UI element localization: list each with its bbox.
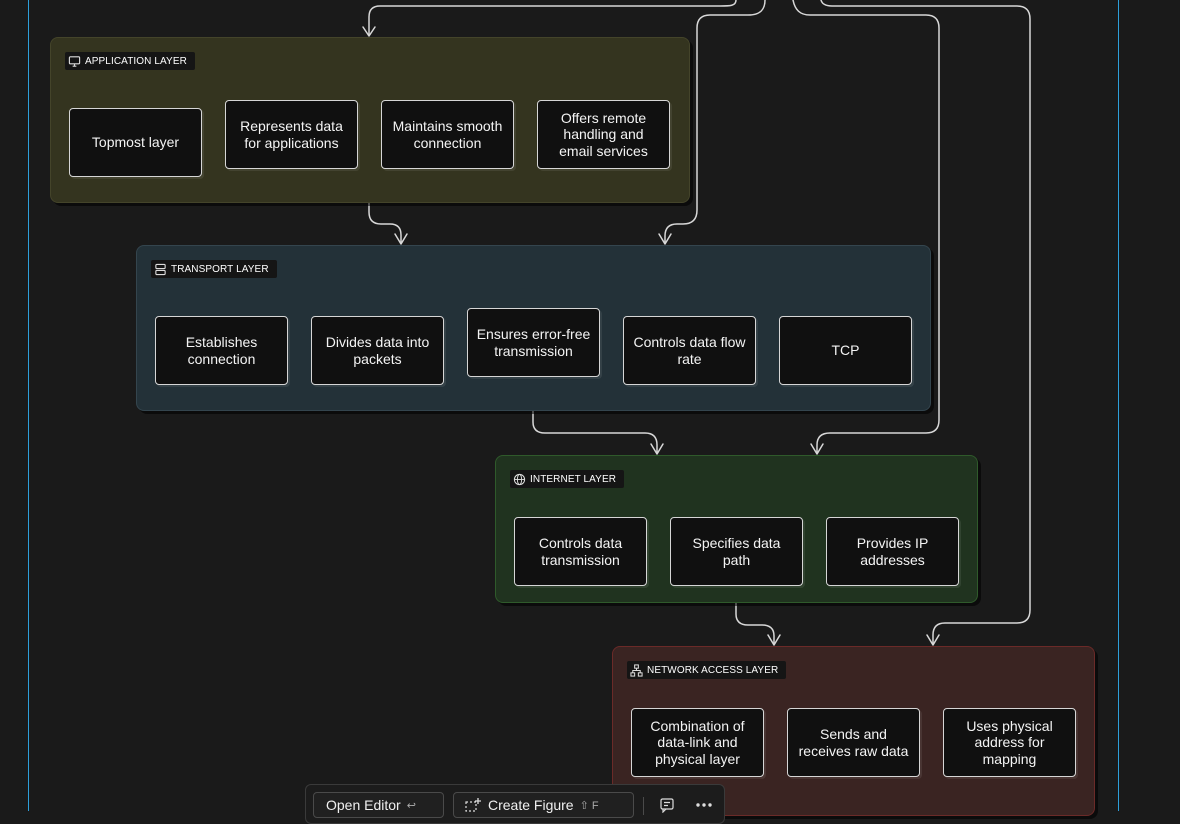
open-editor-shortcut: ↩ [406, 799, 416, 812]
transport-layer[interactable]: TRANSPORT LAYER Establishes connection D… [136, 245, 931, 411]
node-provides-ip[interactable]: Provides IP addresses [826, 517, 959, 586]
node-remote-email-services[interactable]: Offers remote handling and email service… [537, 100, 670, 169]
comment-icon[interactable] [657, 795, 677, 815]
node-error-free[interactable]: Ensures error-free transmission [467, 308, 600, 377]
transport-layer-label: TRANSPORT LAYER [151, 260, 277, 278]
more-icon[interactable] [694, 795, 714, 815]
node-raw-data[interactable]: Sends and receives raw data [787, 708, 920, 777]
arrow-top-to-application [368, 0, 737, 36]
node-divides-packets[interactable]: Divides data into packets [311, 316, 444, 385]
internet-layer-label: INTERNET LAYER [510, 470, 625, 488]
node-establishes-connection[interactable]: Establishes connection [155, 316, 288, 385]
node-flow-rate[interactable]: Controls data flow rate [623, 316, 756, 385]
node-specifies-path[interactable]: Specifies data path [670, 517, 803, 586]
arrow-internet-to-network-access [735, 602, 775, 645]
monitor-icon [68, 55, 81, 67]
toolbar-divider [643, 797, 644, 815]
node-controls-transmission[interactable]: Controls data transmission [514, 517, 647, 586]
node-physical-address[interactable]: Uses physical address for mapping [943, 708, 1076, 777]
node-maintains-connection[interactable]: Maintains smooth connection [381, 100, 514, 169]
frame-right-edge [1118, 0, 1119, 811]
arrow-application-to-transport [368, 202, 402, 244]
node-datalink-physical[interactable]: Combination of data-link and physical la… [631, 708, 764, 777]
node-represents-data[interactable]: Represents data for applications [225, 100, 358, 169]
node-topmost-layer[interactable]: Topmost layer [69, 108, 202, 177]
arrow-transport-to-internet [532, 410, 658, 454]
server-icon [155, 263, 166, 275]
internet-layer-title: INTERNET LAYER [530, 473, 617, 485]
network-access-layer-title: NETWORK ACCESS LAYER [647, 664, 779, 676]
create-figure-button[interactable]: Create Figure ⇧ F [453, 792, 634, 818]
network-icon [630, 663, 643, 677]
node-tcp[interactable]: TCP [779, 316, 912, 385]
create-figure-label: Create Figure [488, 797, 574, 813]
open-editor-label: Open Editor [326, 797, 401, 813]
frame-left-edge [28, 0, 29, 811]
create-figure-shortcut: ⇧ F [579, 799, 599, 812]
network-access-layer-label: NETWORK ACCESS LAYER [627, 661, 787, 679]
floating-toolbar: Open Editor ↩ Create Figure ⇧ F [305, 784, 725, 824]
transport-layer-title: TRANSPORT LAYER [171, 263, 269, 275]
application-layer[interactable]: APPLICATION LAYER Topmost layer Represen… [50, 37, 690, 203]
globe-icon [513, 473, 526, 485]
application-layer-label: APPLICATION LAYER [65, 52, 195, 70]
open-editor-button[interactable]: Open Editor ↩ [313, 792, 444, 818]
application-layer-title: APPLICATION LAYER [85, 55, 187, 67]
internet-layer[interactable]: INTERNET LAYER Controls data transmissio… [495, 455, 978, 603]
